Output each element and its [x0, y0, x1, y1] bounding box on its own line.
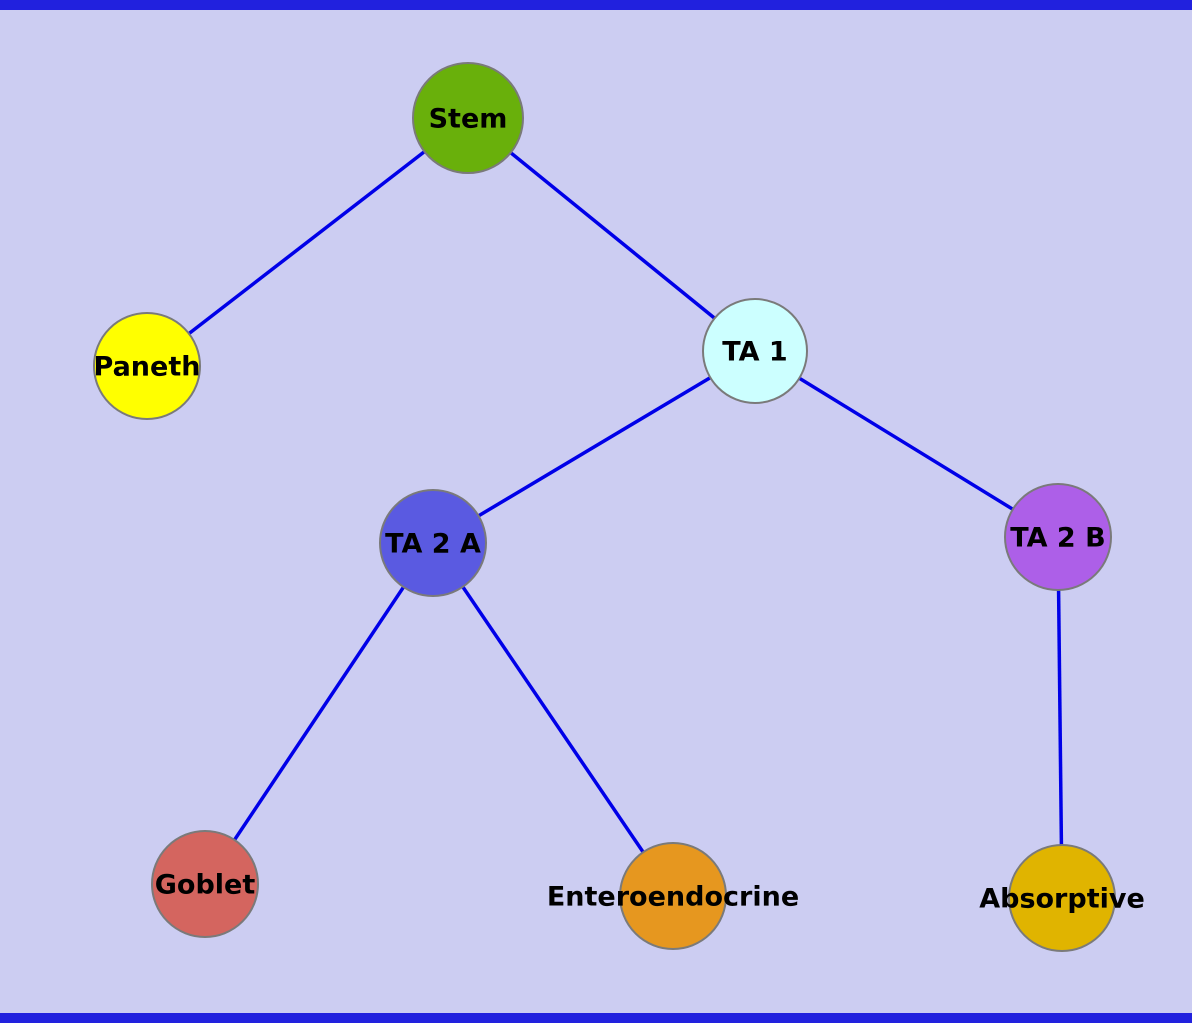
top-border: [0, 0, 1192, 10]
node-stem[interactable]: [412, 62, 524, 174]
node-enteroendocrine[interactable]: [619, 842, 727, 950]
edge-ta1-ta2a: [432, 349, 756, 545]
edge-stem-ta1: [466, 116, 757, 353]
node-label-ta2a: TA 2 A: [385, 528, 481, 559]
edge-ta2a-goblet: [203, 542, 435, 885]
node-paneth[interactable]: [93, 312, 201, 420]
bottom-border: [0, 1013, 1192, 1023]
node-label-ta1: TA 1: [722, 336, 787, 367]
node-label-paneth: Paneth: [94, 351, 201, 382]
node-absorptive[interactable]: [1008, 844, 1116, 952]
edge-ta1-ta2b: [754, 349, 1059, 539]
node-label-absorptive: Absorptive: [979, 883, 1145, 914]
node-ta2b[interactable]: [1004, 483, 1112, 591]
node-label-enteroendocrine: Enteroendocrine: [547, 881, 799, 912]
node-label-stem: Stem: [429, 103, 508, 134]
node-label-goblet: Goblet: [155, 869, 256, 900]
edge-ta2b-absorptive: [1056, 536, 1064, 899]
node-goblet[interactable]: [151, 830, 259, 938]
edge-ta2a-enteroendocrine: [431, 542, 675, 897]
node-ta2a[interactable]: [379, 489, 487, 597]
edge-stem-paneth: [145, 116, 470, 368]
node-label-ta2b: TA 2 B: [1010, 522, 1105, 553]
node-ta1[interactable]: [702, 298, 808, 404]
